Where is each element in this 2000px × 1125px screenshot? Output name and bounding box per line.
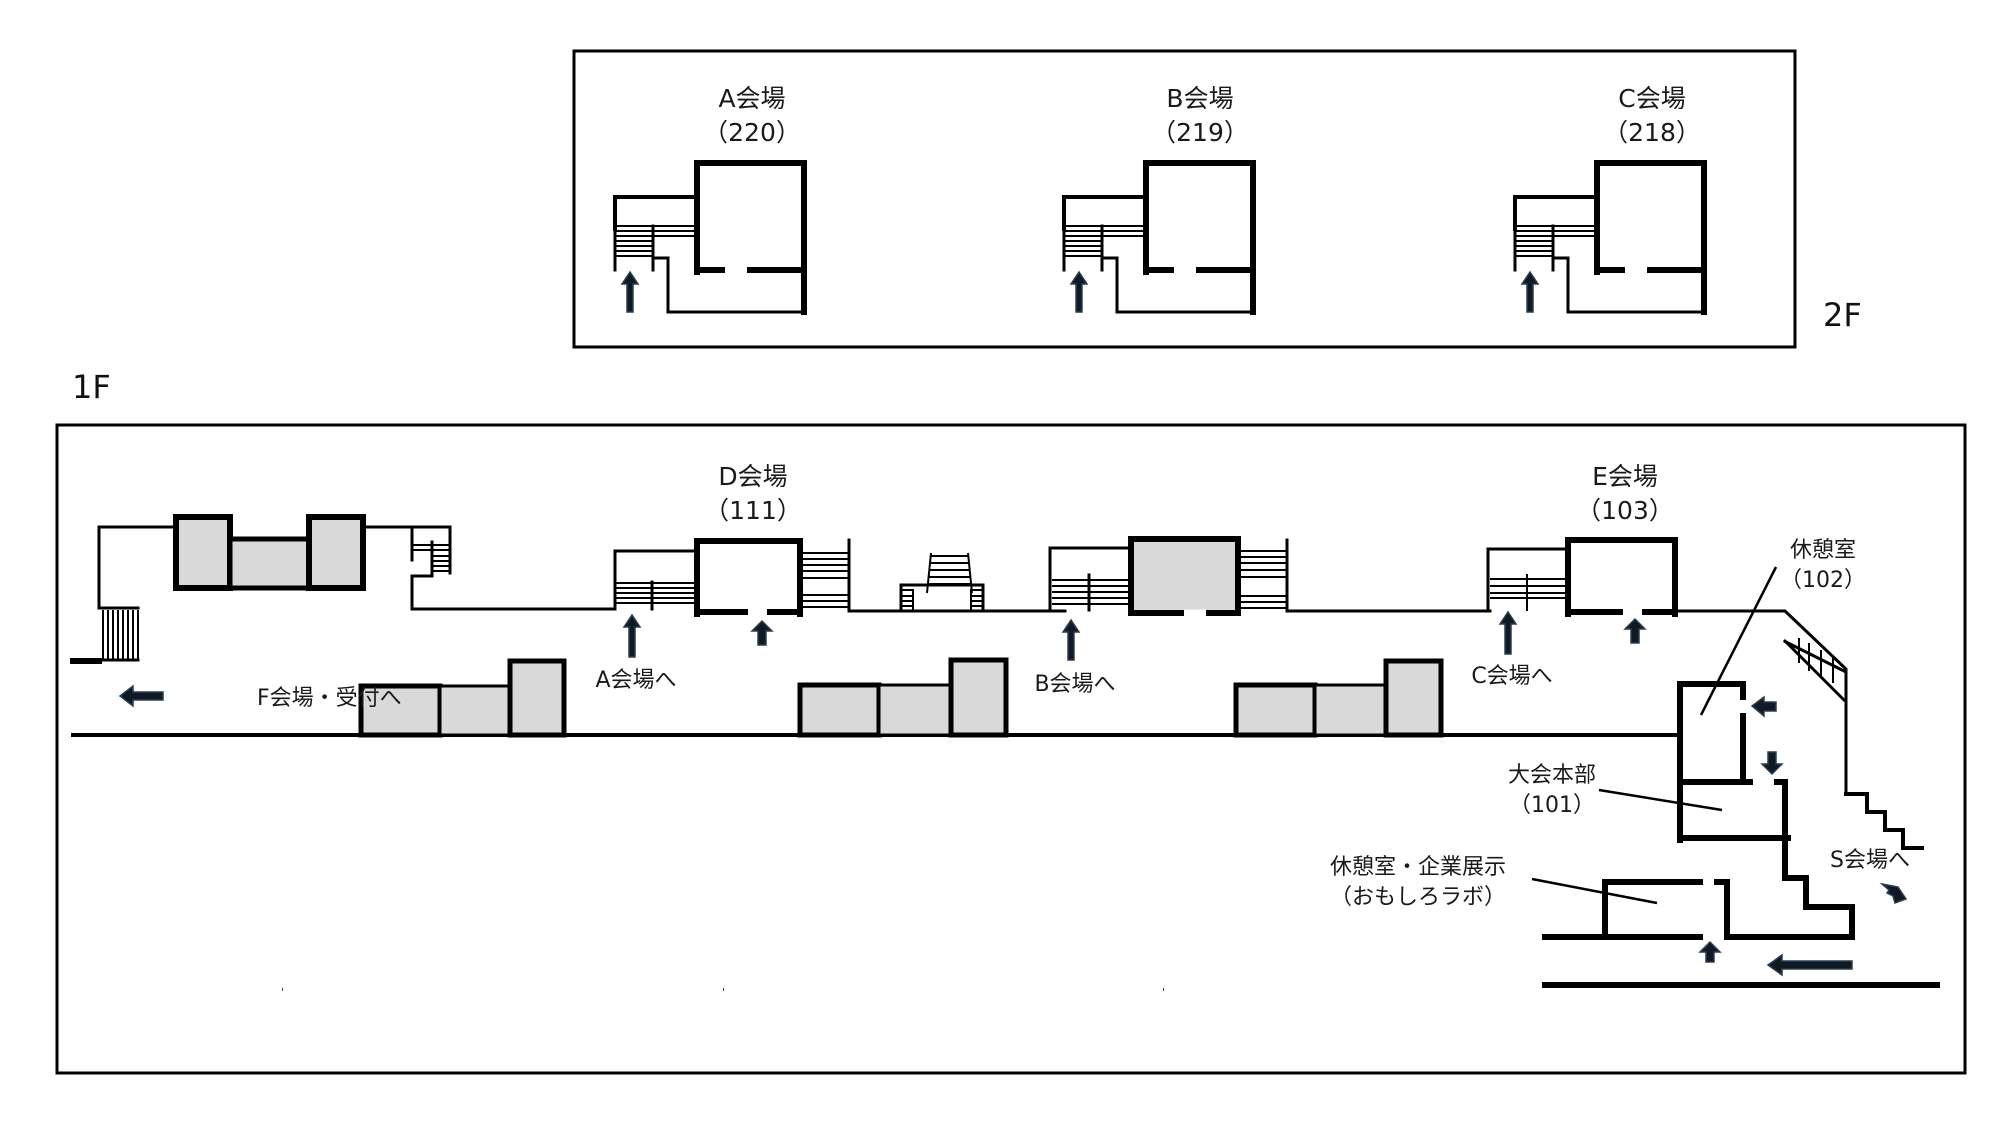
room-label-hq-101: 大会本部 （101）	[1508, 761, 1596, 821]
arrow-to-b-icon	[1061, 618, 1081, 661]
room-number: （220）	[703, 118, 801, 147]
direction-to-a: A会場へ	[595, 668, 677, 693]
center-stairs	[899, 552, 985, 611]
room-1f-d	[613, 538, 1067, 646]
room-name: E会場	[1592, 462, 1658, 491]
room-2f-c	[1513, 160, 1707, 315]
leader-lines	[1531, 566, 1778, 905]
floor-label-2f: 2F	[1823, 296, 1862, 334]
room-name: 大会本部	[1507, 763, 1597, 788]
room-number: （103）	[1576, 496, 1674, 525]
booth-group-1	[358, 658, 567, 738]
room-1f-hq-101	[1677, 779, 1855, 940]
room-number: （おもしろラボ）	[1329, 885, 1507, 910]
arrow-to-a-icon	[622, 613, 642, 658]
room-label-a: A会場 （220）	[703, 82, 801, 150]
room-label-b: B会場 （219）	[1151, 82, 1249, 150]
room-label-c: C会場 （218）	[1603, 82, 1701, 150]
room-label-e: E会場 （103）	[1576, 460, 1674, 528]
room-1f-e	[1486, 537, 1848, 796]
direction-to-b: B会場へ	[1034, 672, 1116, 697]
marker-dots	[282, 988, 1164, 991]
floor-label-1f: 1F	[72, 368, 111, 406]
booth-group-2	[797, 657, 1009, 738]
room-1f-rest-102	[1677, 681, 1788, 843]
room-label-lab: 休憩室・企業展示 （おもしろラボ）	[1330, 853, 1506, 913]
room-label-rest-102: 休憩室 （102）	[1780, 536, 1866, 596]
stepped-wall-right	[1844, 792, 1924, 850]
room-number: （102）	[1780, 568, 1866, 593]
room-1f-lab	[1542, 879, 1940, 988]
room-number: （111）	[704, 496, 802, 525]
arrow-to-c-icon	[1498, 610, 1518, 655]
room-number: （218）	[1603, 118, 1701, 147]
left-building	[70, 514, 617, 664]
room-name: 休憩室・企業展示	[1329, 855, 1507, 880]
room-name: 休憩室	[1789, 538, 1856, 563]
room-name: D会場	[718, 462, 788, 491]
room-1f-b-access	[1048, 536, 1492, 617]
arrow-to-f-icon	[118, 684, 164, 708]
floor-2f-frame	[572, 49, 1797, 349]
room-label-d: D会場 （111）	[704, 460, 802, 528]
direction-to-c: C会場へ	[1471, 664, 1553, 689]
floor-1f-frame	[55, 423, 1967, 1075]
room-name: C会場	[1618, 84, 1686, 113]
room-name: A会場	[718, 84, 786, 113]
room-2f-b	[1062, 160, 1256, 315]
room-number: （101）	[1508, 793, 1595, 818]
diagonal-stairs	[1782, 638, 1847, 703]
room-name: B会場	[1166, 84, 1234, 113]
direction-to-f-reception: F会場・受付へ	[257, 686, 402, 711]
s-arrow-icon	[1879, 882, 1908, 904]
room-number: （219）	[1151, 118, 1249, 147]
booth-group-3	[1233, 658, 1444, 738]
room-2f-a	[613, 160, 807, 315]
direction-to-s: S会場へ	[1830, 848, 1910, 873]
